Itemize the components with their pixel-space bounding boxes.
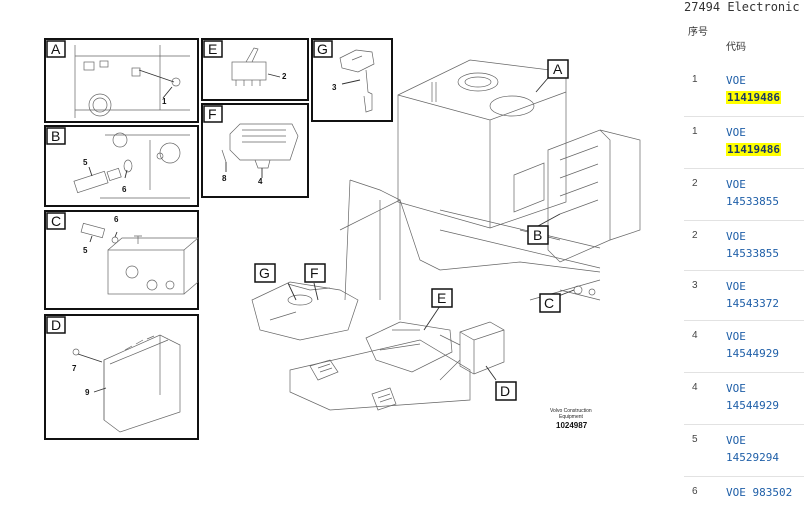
callout-label-a-panel: A: [46, 40, 66, 58]
part-code-link[interactable]: VOE 14529294: [726, 432, 779, 466]
row-seq-number: 4: [692, 382, 698, 393]
part-code-prefix: VOE: [726, 280, 746, 293]
row-seq-number: 5: [692, 434, 698, 445]
parts-panel-title: 27494 Electronic: [684, 0, 800, 14]
parts-table-row: 2 VOE 14533855: [684, 168, 804, 221]
detail-box-c: [44, 210, 199, 310]
part-code-link[interactable]: VOE 11419486: [726, 124, 781, 158]
parts-table-row: 4 VOE 14544929: [684, 320, 804, 373]
svg-text:B: B: [51, 128, 60, 144]
svg-text:C: C: [51, 213, 61, 229]
part-code-link[interactable]: VOE 14543372: [726, 278, 779, 312]
detail-box-b: [44, 125, 199, 207]
part-number-6-c: 6: [114, 215, 119, 224]
part-code-prefix: VOE: [726, 434, 746, 447]
column-header-code: 代码: [726, 42, 746, 53]
callout-label-a-main: A: [547, 59, 569, 79]
part-number-8-f: 8: [222, 174, 227, 183]
parts-table-row: 6 VOE 983502: [684, 476, 804, 504]
part-code-prefix: VOE: [726, 126, 746, 139]
callout-label-d-panel: D: [46, 316, 66, 334]
part-code-number: 14533855: [726, 195, 779, 208]
part-number-3-g: 3: [332, 83, 337, 92]
part-code-link[interactable]: VOE 14533855: [726, 176, 779, 210]
row-seq-number: 6: [692, 486, 698, 497]
part-code-prefix: VOE: [726, 486, 746, 499]
parts-table-row: 1 VOE 11419486: [684, 64, 804, 117]
brand-line-2: Equipment: [559, 414, 584, 420]
row-seq-number: 2: [692, 230, 698, 241]
callout-label-b-panel: B: [46, 127, 66, 145]
svg-text:D: D: [500, 383, 510, 399]
part-code-number: 11419486: [726, 143, 781, 156]
row-seq-number: 2: [692, 178, 698, 189]
svg-text:A: A: [553, 61, 563, 77]
parts-table-row: 4 VOE 14544929: [684, 372, 804, 425]
part-code-link[interactable]: VOE 14533855: [726, 228, 779, 262]
row-seq-number: 3: [692, 280, 698, 291]
part-number-2-e: 2: [282, 72, 287, 81]
detail-box-a: [44, 38, 199, 123]
callout-label-b-main: B: [527, 225, 549, 245]
part-code-number: 983502: [752, 486, 793, 499]
part-code-link[interactable]: VOE 14544929: [726, 380, 779, 414]
part-number-7-d: 7: [72, 364, 77, 373]
machine-illustration: [251, 59, 641, 411]
callout-label-e-panel: E: [203, 40, 223, 58]
part-code-prefix: VOE: [726, 178, 746, 191]
callout-label-f-main: F: [304, 263, 326, 283]
part-1-label-a: 1: [162, 97, 167, 106]
row-seq-number: 1: [692, 74, 698, 85]
svg-text:D: D: [51, 317, 61, 333]
part-code-prefix: VOE: [726, 74, 746, 87]
svg-text:G: G: [259, 265, 270, 281]
part-number-5-b: 5: [83, 158, 88, 167]
callout-label-g-main: G: [254, 263, 276, 283]
svg-text:C: C: [544, 295, 554, 311]
detail-box-d: [44, 314, 199, 440]
row-seq-number: 4: [692, 330, 698, 341]
part-number-4-f: 4: [258, 177, 263, 186]
svg-text:1: 1: [162, 97, 167, 106]
svg-text:F: F: [310, 265, 319, 281]
parts-table-row: 2 VOE 14533855: [684, 220, 804, 271]
svg-text:B: B: [533, 227, 542, 243]
part-number-6-b: 6: [122, 185, 127, 194]
part-code-prefix: VOE: [726, 330, 746, 343]
part-code-number: 14533855: [726, 247, 779, 260]
callout-label-f-panel: F: [203, 105, 223, 123]
part-code-link[interactable]: VOE 14544929: [726, 328, 779, 362]
callout-label-c-panel: C: [46, 212, 66, 230]
callout-label-g-panel: G: [313, 40, 333, 58]
part-code-number: 14529294: [726, 451, 779, 464]
part-code-number: 14544929: [726, 347, 779, 360]
row-seq-number: 1: [692, 126, 698, 137]
svg-text:E: E: [437, 290, 446, 306]
part-code-link[interactable]: VOE 983502: [726, 484, 792, 501]
part-code-number: 14543372: [726, 297, 779, 310]
parts-table-row: 1 VOE 11419486: [684, 116, 804, 169]
parts-table-row: 3 VOE 14543372: [684, 270, 804, 321]
column-header-seq: 序号: [688, 27, 708, 38]
exploded-parts-diagram: 1: [44, 38, 641, 440]
part-code-number: 14544929: [726, 399, 779, 412]
svg-text:F: F: [208, 106, 217, 122]
svg-text:E: E: [208, 41, 217, 57]
diagram-reference-number: 1024987: [556, 421, 588, 430]
callout-label-e-main: E: [431, 288, 453, 308]
part-number-5-c: 5: [83, 246, 88, 255]
svg-text:G: G: [317, 41, 328, 57]
part-code-link[interactable]: VOE 11419486: [726, 72, 781, 106]
part-code-number: 11419486: [726, 91, 781, 104]
callout-label-d-main: D: [495, 381, 517, 401]
brand-line-1: Volvo Construction: [550, 408, 592, 414]
part-number-9-d: 9: [85, 388, 90, 397]
parts-table-row: 5 VOE 14529294: [684, 424, 804, 477]
part-code-prefix: VOE: [726, 230, 746, 243]
svg-text:A: A: [51, 41, 61, 57]
callout-label-c-main: C: [539, 293, 561, 313]
part-code-prefix: VOE: [726, 382, 746, 395]
